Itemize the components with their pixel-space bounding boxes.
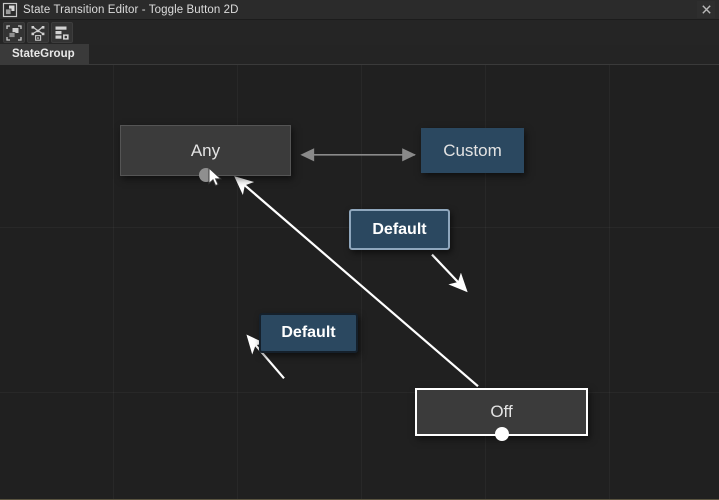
transition-label-text: Default: [281, 324, 336, 341]
transition-label-default-2[interactable]: Default: [259, 313, 358, 353]
transition-label-text: Default: [372, 220, 427, 238]
toolbar: [0, 20, 719, 45]
app-icon: [2, 2, 18, 18]
add-transition-icon: [31, 25, 45, 41]
state-group-options-button[interactable]: [51, 22, 73, 43]
tab-label: StateGroup: [12, 48, 75, 60]
transition-label-default-1[interactable]: Default: [349, 209, 450, 250]
state-node-any[interactable]: Any: [120, 125, 291, 182]
state-node-label: Off: [490, 402, 513, 421]
state-node-label: Any: [190, 140, 221, 160]
state-node-custom[interactable]: Custom: [421, 128, 524, 173]
node-connector-handle[interactable]: [198, 168, 213, 182]
tabstrip: StateGroup: [0, 44, 719, 65]
titlebar: State Transition Editor - Toggle Button …: [0, 0, 719, 20]
window-title: State Transition Editor - Toggle Button …: [23, 3, 239, 16]
graph-canvas[interactable]: Custom (grey double arrow) --> Any Custo…: [0, 65, 719, 500]
close-icon: [701, 5, 711, 14]
state-node-label: Custom: [443, 140, 502, 160]
tab-stategroup[interactable]: StateGroup: [0, 44, 89, 64]
transition-edges: Custom (grey double arrow) -->: [234, 148, 479, 388]
canvas-grid: [0, 65, 719, 499]
add-transition-button[interactable]: [27, 22, 49, 43]
edge-default1-to-off: [431, 253, 468, 293]
close-button[interactable]: [697, 1, 715, 18]
add-state-button[interactable]: [3, 22, 25, 43]
add-state-icon: [6, 24, 22, 41]
state-group-options-icon: [55, 26, 69, 40]
node-connector-handle[interactable]: [494, 427, 509, 441]
state-node-off[interactable]: Off: [415, 388, 588, 441]
